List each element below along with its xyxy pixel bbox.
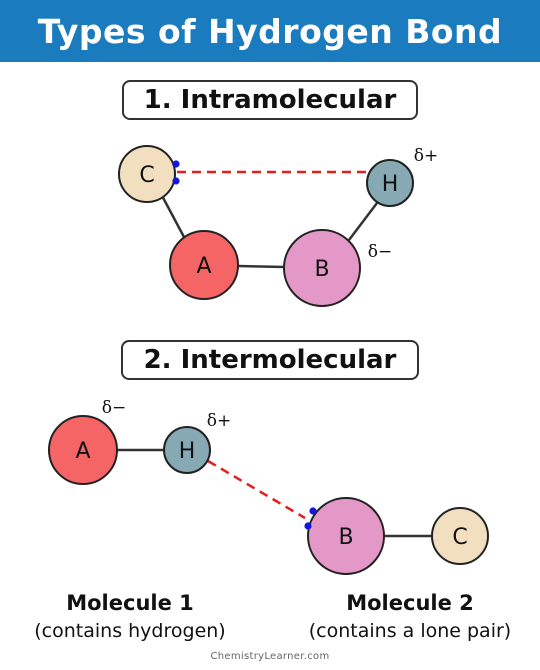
partial-negative-charge: δ−	[102, 398, 126, 418]
atom-a	[48, 415, 118, 485]
lone-pair-dot	[172, 160, 180, 168]
intermolecular-diagram: A δ− H δ+ B C	[48, 398, 489, 575]
molecule-2-description: (contains a lone pair)	[308, 620, 512, 642]
atom-c	[431, 507, 489, 565]
atom-h-label: H	[179, 439, 196, 464]
intramolecular-diagram: C H δ+ A B δ−	[118, 145, 438, 307]
bond-b-h	[348, 202, 378, 241]
atom-c-label: C	[452, 525, 467, 550]
footer-credit: ChemistryLearner.com	[210, 651, 330, 662]
atom-a	[169, 230, 239, 300]
molecule-2-name: Molecule 2	[346, 591, 474, 615]
hydrogen-bond-dashed-line	[207, 459, 306, 520]
title-banner: Types of Hydrogen Bond	[0, 0, 540, 62]
atom-b	[283, 229, 361, 307]
atom-h	[163, 426, 211, 474]
intramolecular-label: 1. Intramolecular	[122, 80, 418, 120]
atom-a-label: A	[75, 439, 90, 464]
intermolecular-label: 2. Intermolecular	[121, 340, 419, 380]
lone-pair-dot	[172, 177, 180, 185]
bond-c-a	[158, 191, 186, 238]
atom-h-label: H	[382, 172, 399, 197]
atom-c	[118, 145, 176, 203]
molecule-1-name: Molecule 1	[66, 591, 194, 615]
bond-a-b	[237, 264, 286, 269]
atom-b-label: B	[314, 257, 329, 282]
atom-a-label: A	[196, 254, 211, 279]
partial-negative-charge: δ−	[368, 242, 392, 262]
atom-h	[366, 159, 414, 207]
atom-b	[307, 497, 385, 575]
lone-pair-dot	[309, 507, 317, 515]
lone-pair-dot	[304, 522, 312, 530]
atom-b-label: B	[338, 525, 353, 550]
page-title: Types of Hydrogen Bond	[37, 11, 503, 51]
partial-positive-charge: δ+	[207, 411, 231, 431]
partial-positive-charge: δ+	[414, 146, 438, 166]
molecule-1-description: (contains hydrogen)	[34, 620, 226, 642]
atom-c-label: C	[139, 163, 154, 188]
